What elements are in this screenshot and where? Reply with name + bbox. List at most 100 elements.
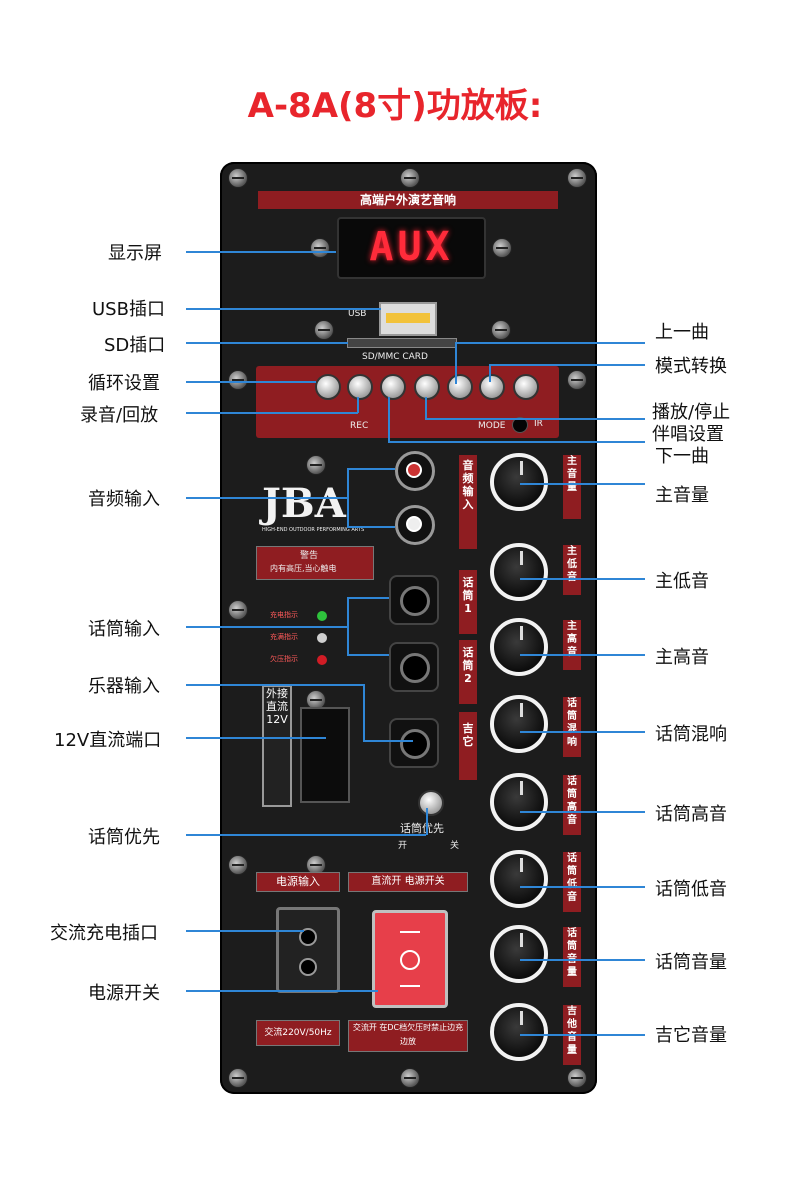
- play-pause-button[interactable]: [414, 374, 440, 400]
- screw-icon: [314, 320, 334, 340]
- screw-icon: [310, 238, 330, 258]
- rca-left-jack[interactable]: [395, 505, 435, 545]
- mic-volume-knob[interactable]: [490, 925, 548, 983]
- leader-line: [347, 468, 395, 470]
- leader-line: [186, 930, 304, 932]
- callout-master-treble: 主高音: [655, 647, 709, 668]
- mic-priority-off: 关: [450, 841, 460, 851]
- screw-icon: [567, 1068, 587, 1088]
- knob-label-master-bass: 主低音: [563, 545, 581, 595]
- guitar-volume-knob[interactable]: [490, 1003, 548, 1061]
- charging-led: [317, 611, 327, 621]
- prev-track-button[interactable]: [447, 374, 473, 400]
- knob-label-mic-treble: 话筒高音: [563, 775, 581, 835]
- screw-icon: [400, 168, 420, 188]
- callout-master-volume: 主音量: [655, 485, 709, 506]
- screw-icon: [228, 370, 248, 390]
- next-track-button[interactable]: [380, 374, 406, 400]
- switch-bar-top: [400, 931, 420, 933]
- leader-line: [520, 483, 645, 485]
- ac-pin: [299, 928, 317, 946]
- callout-master-bass: 主低音: [655, 571, 709, 592]
- mode-label: MODE: [478, 421, 506, 431]
- master-bass-knob[interactable]: [490, 543, 548, 601]
- extra-button[interactable]: [513, 374, 539, 400]
- screw-icon: [491, 320, 511, 340]
- leader-line: [186, 381, 316, 383]
- sd-card-slot[interactable]: [347, 338, 457, 348]
- screw-icon: [228, 855, 248, 875]
- leader-line: [426, 808, 428, 835]
- mic1-jack[interactable]: [389, 575, 439, 625]
- screw-icon: [306, 455, 326, 475]
- leader-line: [347, 526, 395, 528]
- led-display: AUX: [337, 217, 486, 279]
- knob-label-master-volume: 主音量: [563, 455, 581, 519]
- led-label-low: 欠压指示: [270, 655, 298, 663]
- leader-line: [520, 811, 645, 813]
- knob-label-mic-bass: 话筒低音: [563, 852, 581, 912]
- callout-mic-reverb: 话筒混响: [655, 724, 727, 745]
- mic2-jack[interactable]: [389, 642, 439, 692]
- board-header: 高端户外演艺音响: [258, 191, 558, 209]
- callout-record: 录音/回放: [80, 405, 159, 426]
- leader-line: [520, 1034, 645, 1036]
- warning-title: 警告: [300, 551, 319, 561]
- knob-label-mic-reverb: 话筒混响: [563, 697, 581, 757]
- page-title: A-8A(8寸)功放板:: [247, 86, 543, 126]
- led-label-charging: 充电指示: [270, 611, 298, 619]
- low-voltage-led: [317, 655, 327, 665]
- callout-instrument: 乐器输入: [88, 676, 160, 697]
- callout-dc-port: 12V直流端口: [54, 730, 162, 751]
- audio-input-side-label: 音频输入: [459, 455, 477, 549]
- leader-line: [347, 468, 349, 528]
- rec-label: REC: [350, 421, 369, 431]
- warning-box: [256, 546, 374, 580]
- mic-priority-switch[interactable]: [418, 790, 444, 816]
- screw-icon: [400, 1068, 420, 1088]
- mic-reverb-knob[interactable]: [490, 695, 548, 753]
- sd-label: SD/MMC CARD: [362, 352, 428, 362]
- callout-audio-input: 音频输入: [88, 489, 160, 510]
- brand-subtitle: HIGH-END OUTDOOR PERFORMING ARTS: [262, 527, 365, 533]
- brand-logo: JBA: [262, 480, 346, 527]
- knob-label-master-treble: 主高音: [563, 620, 581, 670]
- leader-line: [363, 740, 413, 742]
- dc-12v-port[interactable]: [300, 707, 350, 803]
- knob-label-mic-volume: 话筒音量: [563, 927, 581, 987]
- leader-line: [489, 364, 645, 366]
- mic-treble-knob[interactable]: [490, 773, 548, 831]
- warning-text: 内有高压,当心触电: [270, 564, 337, 573]
- callout-mode: 模式转换: [655, 356, 727, 377]
- leader-line: [186, 834, 426, 836]
- leader-line: [455, 342, 645, 344]
- guitar-jack[interactable]: [389, 718, 439, 768]
- power-switch[interactable]: [372, 910, 448, 1008]
- mic-priority-label: 话筒优先: [400, 822, 444, 835]
- mode-button[interactable]: [479, 374, 505, 400]
- ac-charge-socket[interactable]: [276, 907, 340, 993]
- rca-right-jack[interactable]: [395, 451, 435, 491]
- loop-button[interactable]: [315, 374, 341, 400]
- leader-line: [347, 654, 389, 656]
- leader-line: [520, 886, 645, 888]
- callout-power-switch: 电源开关: [88, 983, 160, 1004]
- leader-line: [186, 251, 336, 253]
- callout-display: 显示屏: [108, 243, 162, 264]
- callout-mic-volume: 话筒音量: [655, 952, 727, 973]
- leader-line: [425, 418, 645, 420]
- leader-line: [425, 397, 427, 419]
- leader-line: [388, 397, 390, 442]
- power-switch-label: 直流开 电源开关: [348, 872, 468, 892]
- master-volume-knob[interactable]: [490, 453, 548, 511]
- master-treble-knob[interactable]: [490, 618, 548, 676]
- usb-port[interactable]: [379, 302, 437, 336]
- callout-mic-priority: 话筒优先: [88, 827, 160, 848]
- guitar-side-label: 吉它: [459, 712, 477, 780]
- mic-bass-knob[interactable]: [490, 850, 548, 908]
- callout-ac-socket: 交流充电插口: [50, 923, 158, 944]
- mic2-side-label: 话筒2: [459, 640, 477, 704]
- callout-next-track: 下一曲: [655, 446, 709, 467]
- record-button[interactable]: [347, 374, 373, 400]
- leader-line: [520, 578, 645, 580]
